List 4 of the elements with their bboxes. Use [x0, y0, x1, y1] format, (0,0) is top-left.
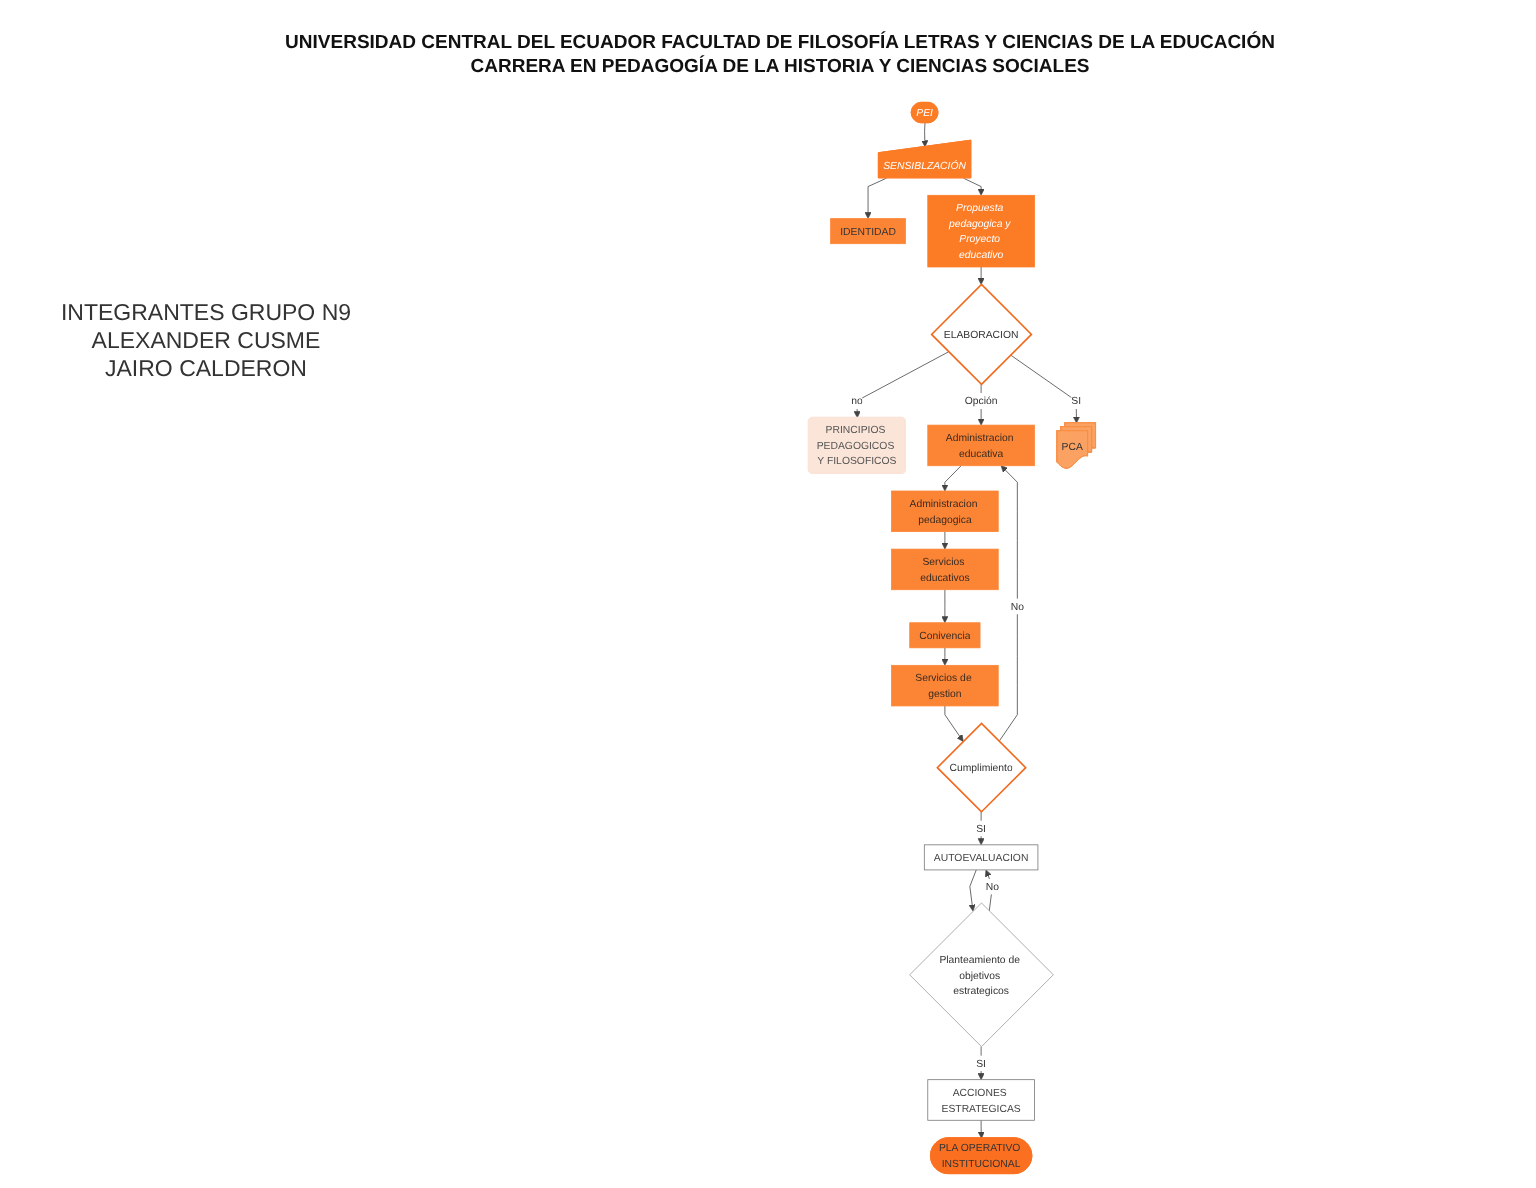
member-name-text: JAIRO CALDERON: [105, 356, 307, 384]
member-name-text: ALEXANDER CUSME: [91, 328, 321, 356]
group-heading-text: INTEGRANTES GRUPO N9: [60, 300, 352, 328]
title-text: UNIVERSIDAD CENTRAL DEL ECUADOR FACULTAD DE FILOSOFÍA LETRAS Y CIENCIAS DE LA EDUCACIÓN CARRERA EN PEDAGOGÍA DE LA HISTORIA Y CIENCIAS SOCIALES: [283, 32, 1277, 80]
